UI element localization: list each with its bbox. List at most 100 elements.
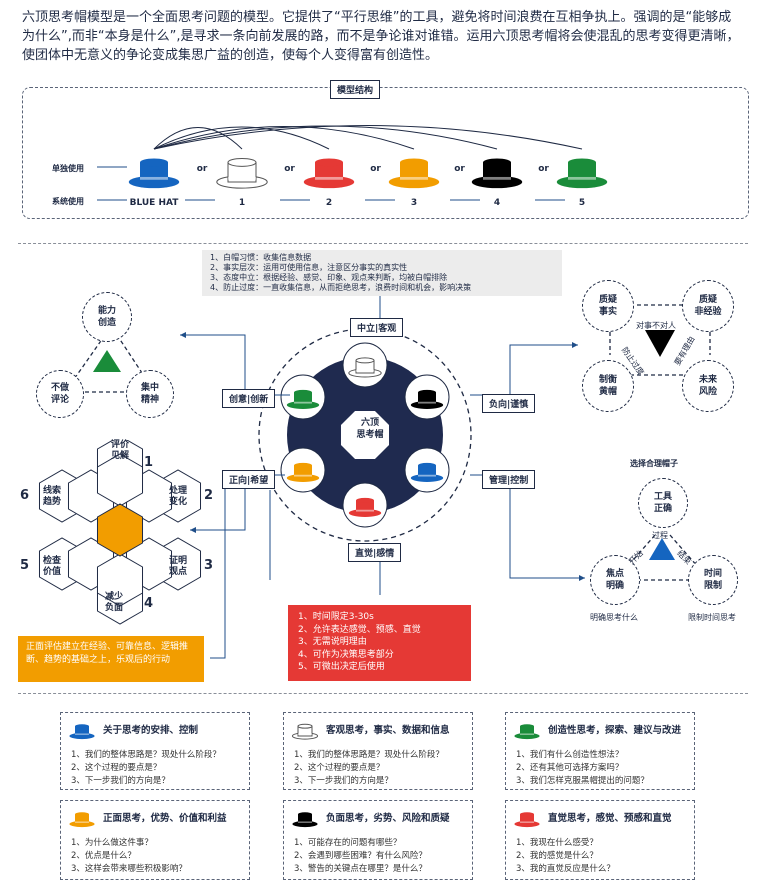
question-item: 3、我的直觉反应是什么？ — [516, 864, 615, 874]
or-label: or — [454, 164, 465, 174]
hat-card-2: 客观思考，事实、数据和信息 1、我们的整体思路是？现处什么阶段？ 2、这个过程的要点… — [283, 712, 473, 790]
model-hat-label-2: 1 — [239, 198, 245, 208]
model-hat-2 — [216, 157, 268, 189]
hex-num-4: 4 — [144, 596, 154, 611]
hub-white-hat-shape — [348, 357, 382, 378]
question-item: 2、这个过程的要点是？ — [294, 763, 385, 773]
hex-item-3: 证明 观点 — [168, 556, 187, 577]
black-diamond-links — [609, 304, 711, 376]
hub-red-hat-shape — [348, 497, 382, 517]
question-item: 1、我们的整体思路是？现处什么阶段？ — [294, 750, 444, 760]
hat-card-questions: 1、我现在什么感受？2、我的感觉是什么？3、我的直觉反应是什么？ — [516, 837, 615, 876]
model-structure-title: 模型结构 — [330, 80, 381, 99]
hat-card-title: 关于思考的安排、控制 — [103, 725, 199, 736]
model-hat-label-3: 2 — [326, 198, 332, 208]
hat-card-title: 客观思考，事实、数据和信息 — [326, 725, 450, 736]
hat-icon — [514, 724, 540, 740]
model-hat-3 — [303, 158, 355, 189]
or-label: or — [370, 164, 381, 174]
series-use-label: 系统使用 — [52, 197, 84, 206]
hat-icon — [292, 812, 318, 828]
hub-white-hat — [342, 342, 388, 388]
question-item: 2、这个过程的要点是？ — [71, 763, 162, 773]
hex-num-3: 3 — [204, 558, 214, 573]
blue-hat-label: 管理|控制 — [482, 470, 536, 489]
model-hat-label-5: 4 — [494, 198, 500, 208]
question-item: 2、会遇到哪些困难？有什么风险？ — [294, 851, 427, 861]
hat-card-1: 关于思考的安排、控制 1、我们的整体思路是？现处什么阶段？2、这个过程的要点是？3… — [60, 712, 250, 790]
hat-card-questions: 1、我们的整体思路是？现处什么阶段？2、这个过程的要点是？3、下一步我们的方向是… — [71, 749, 221, 788]
intro-paragraph: 六顶思考帽模型是一个全面思考问题的模型。它提供了“平行思维”的工具，避免将时间浪… — [22, 10, 740, 63]
blue-caption: 选择合理帽子 — [630, 459, 678, 468]
hat-icon-shape — [291, 723, 319, 740]
blue-node-left: 焦点 明确 — [590, 555, 640, 605]
green-node-left: 不做 评论 — [36, 370, 84, 418]
or-label: or — [197, 164, 208, 174]
black-node-bl: 制衡 黄帽 — [582, 360, 634, 412]
hex-item-6: 线索 趋势 — [42, 486, 61, 507]
model-structure-panel — [22, 87, 749, 219]
yellow-note: 正面评估建立在经验、可靠信息、逻辑推断、趋势的基础之上，乐观后的行动 — [18, 636, 204, 682]
hex-item-4: 减少 负面 — [104, 592, 123, 613]
black-center-text: 对事不对人 — [636, 321, 676, 330]
hex-center — [96, 503, 144, 557]
green-hat-label: 创意|创新 — [222, 389, 276, 408]
center-title: 六顶 思考帽 — [356, 418, 384, 440]
model-hat-4 — [388, 158, 440, 189]
hub-red-hat — [342, 482, 388, 528]
hub-blue-hat — [404, 447, 450, 493]
hat-card-questions: 1、我们有什么创造性想法？2、还有其他可选择方案吗？3、我们怎样克服黑帽提出的问… — [516, 749, 649, 788]
or-label: or — [538, 164, 549, 174]
hub-blue-hat-shape — [410, 462, 444, 482]
hat-icon-shape — [292, 812, 318, 828]
hat-card-title: 创造性思考，探索、建议与改进 — [548, 725, 682, 736]
blue-mid-text: 过程 — [652, 531, 668, 540]
hex-item-2: 处理 变化 — [168, 486, 187, 507]
hub-green-hat-shape — [286, 389, 320, 409]
white-note-3: 3、态度中立：根据经验、感觉、印象、观点来判断，均被白帽排除 — [210, 273, 448, 282]
hat-card-6: 直觉思考，感觉、预感和直觉 1、我现在什么感受？2、我的感觉是什么？3、我的直觉反… — [505, 800, 695, 880]
white-note-4: 4、防止过度：一直收集信息，从而拒绝思考，浪费时间和机会，影响决策 — [210, 283, 472, 292]
red-note-5: 5、可微出决定后使用 — [298, 662, 385, 672]
hat-icon — [291, 723, 319, 740]
black-node-tl: 质疑 事实 — [582, 280, 634, 332]
yellow-hat-label: 正向|希望 — [222, 470, 276, 489]
model-hat-1 — [128, 158, 180, 189]
blue-bottom-right: 限制时间思考 — [688, 613, 736, 622]
blue-bottom-left: 明确思考什么 — [590, 613, 638, 622]
center-hub — [258, 328, 472, 542]
red-hat-notes: 1、时间限定3-30s 2、允许表达感觉、预感、直觉 3、无需说明理由 4、可作… — [288, 605, 471, 681]
hat-card-5: 负面思考，劣势、风险和质疑 1、可能存在的问题有哪些？2、会遇到哪些困难？有什么风… — [283, 800, 473, 880]
hub-black-hat — [404, 374, 450, 420]
hat-card-title: 直觉思考，感觉、预感和直觉 — [548, 813, 672, 824]
question-item: 3、这样会带来哪些积极影响？ — [71, 864, 187, 874]
model-arc — [153, 126, 330, 150]
red-note-3: 3、无需说明理由 — [298, 637, 367, 647]
question-item: 3、下一步我们的方向是？ — [294, 776, 393, 786]
hat-icon-shape — [69, 812, 95, 828]
hex-num-6: 6 — [20, 488, 30, 503]
black-node-tr: 质疑 非经验 — [682, 280, 734, 332]
black-node-br: 未来 风险 — [682, 360, 734, 412]
model-hat-label-1: BLUE HAT — [130, 198, 180, 208]
model-arc — [153, 127, 243, 150]
hub-black-hat-shape — [410, 389, 444, 409]
hex-item-5: 检查 价值 — [42, 556, 61, 577]
hat-icon — [69, 812, 95, 828]
white-note-2: 2、事实层次：运用可使用信息，注意区分事实的真实性 — [210, 263, 408, 272]
hat-card-3: 创造性思考，探索、建议与改进 1、我们有什么创造性想法？2、还有其他可选择方案吗？… — [505, 712, 695, 790]
or-label: or — [284, 164, 295, 174]
model-hat-label-4: 3 — [411, 198, 417, 208]
hat-icon-shape — [514, 812, 540, 828]
green-node-top: 能力 创造 — [82, 292, 132, 342]
hat-card-questions: 1、我们的整体思路是？现处什么阶段？ 2、这个过程的要点是？ 3、下一步我们的方向是… — [294, 749, 444, 788]
hat-card-title: 负面思考，劣势、风险和质疑 — [326, 813, 450, 824]
hat-card-questions: 1、可能存在的问题有哪些？2、会遇到哪些困难？有什么风险？3、警告的关键点在哪里… — [294, 837, 427, 876]
hex-num-5: 5 — [20, 558, 30, 573]
red-note-2: 2、允许表达感觉、预感、直觉 — [298, 624, 421, 635]
question-item: 3、警告的关键点在哪里？是什么？ — [294, 864, 427, 874]
model-arc — [153, 126, 415, 150]
model-arc — [153, 125, 583, 150]
model-hat-6 — [556, 158, 608, 189]
